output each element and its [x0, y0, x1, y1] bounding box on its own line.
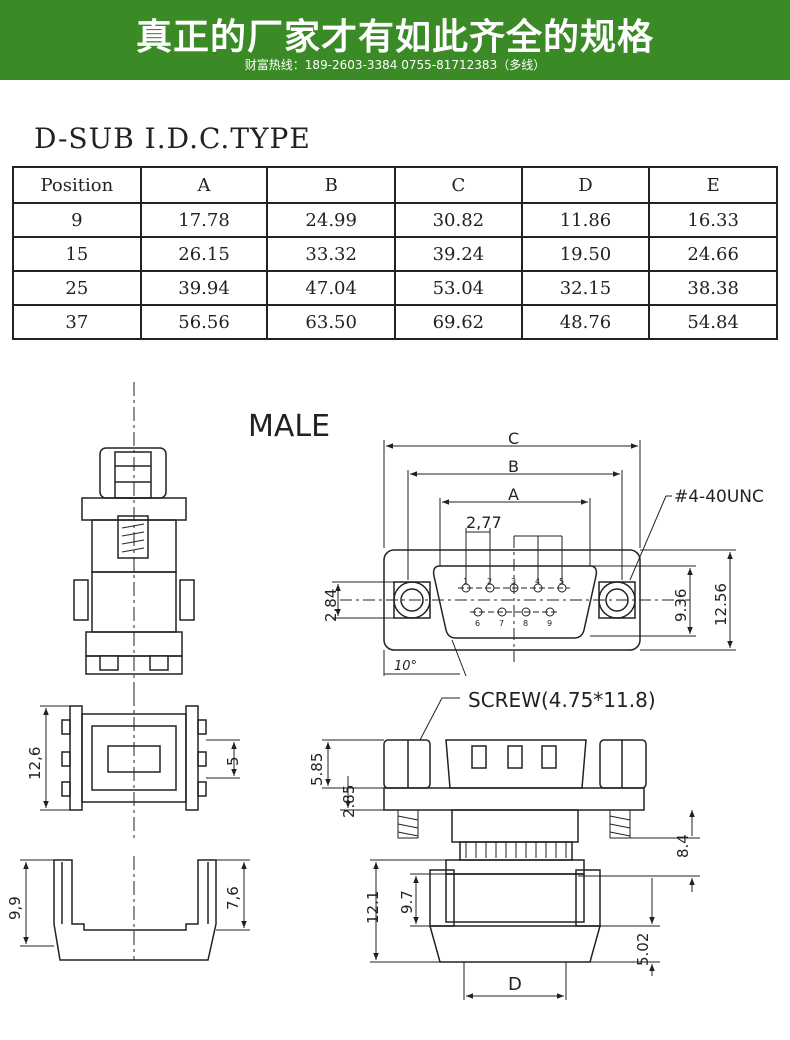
header-c: C — [394, 166, 523, 204]
table-cell: 53.04 — [394, 270, 523, 306]
pin-number: 6 — [475, 619, 480, 628]
section-title: D-SUB I.D.C.TYPE — [34, 122, 311, 155]
pin-number: 4 — [535, 577, 540, 586]
dim-5-label: 5 — [224, 756, 242, 766]
pin-number: 5 — [559, 577, 564, 586]
pin-number: 9 — [547, 619, 552, 628]
header-e: E — [648, 166, 778, 204]
table-cell: 56.56 — [139, 304, 269, 340]
dim-76-label: 7,6 — [224, 886, 242, 910]
screw-label: SCREW(4.75*11.8) — [468, 688, 656, 712]
dim-936-label: 9.36 — [672, 589, 690, 622]
table-row: 9 17.78 24.99 30.82 11.86 16.33 — [12, 202, 778, 238]
male-label: MALE — [248, 409, 330, 444]
angle-label: 10° — [394, 659, 417, 674]
header-d: D — [520, 166, 651, 204]
dim-284-label: 2,84 — [322, 589, 340, 622]
dim-585-label: 5.85 — [308, 753, 326, 786]
dim-285-label: 2.85 — [340, 785, 358, 818]
table-cell: 48.76 — [520, 304, 651, 340]
table-cell: 30.82 — [394, 202, 523, 238]
dim-1256-label: 12.56 — [712, 583, 730, 626]
pin-number: 8 — [523, 619, 528, 628]
dimension-table: Position A B C D E 9 17.78 24.99 30.82 1… — [12, 166, 778, 340]
dim-97-label: 9.7 — [398, 890, 416, 914]
table-cell: 33.32 — [266, 236, 397, 272]
table-cell: 17.78 — [139, 202, 269, 238]
dim-b-label: B — [508, 457, 519, 476]
dim-121-label: 12.1 — [364, 891, 382, 924]
dim-502-label: 5.02 — [634, 933, 652, 966]
dim-99-label: 9,9 — [6, 896, 24, 920]
table-cell: 38.38 — [648, 270, 778, 306]
table-cell: 11.86 — [520, 202, 651, 238]
dim-d-label: D — [508, 974, 522, 995]
table-cell: 47.04 — [266, 270, 397, 306]
table-cell: 26.15 — [139, 236, 269, 272]
pin-number: 7 — [499, 619, 504, 628]
pin-number: 1 — [463, 577, 468, 586]
clamp-bottom-view — [20, 856, 250, 961]
dim-c-label: C — [508, 429, 519, 448]
pin-number: 3 — [511, 577, 516, 586]
table-cell: 54.84 — [648, 304, 778, 340]
table-cell: 32.15 — [520, 270, 651, 306]
table-cell: 63.50 — [266, 304, 397, 340]
thread-label: #4-40UNC — [674, 487, 764, 507]
table-row: 25 39.94 47.04 53.04 32.15 38.38 — [12, 270, 778, 306]
banner-hotline: 财富热线：189-2603-3384 0755-81712383（多线） — [244, 58, 546, 72]
table-cell: 16.33 — [648, 202, 778, 238]
banner-title: 真正的厂家才有如此齐全的规格 — [135, 17, 654, 58]
pin-number: 2 — [487, 577, 492, 586]
table-cell: 24.66 — [648, 236, 778, 272]
table-cell: 25 — [12, 270, 142, 306]
header-position: Position — [12, 166, 142, 204]
table-cell: 37 — [12, 304, 142, 340]
side-view-connector — [73, 382, 195, 695]
table-cell: 15 — [12, 236, 142, 272]
header-banner: 真正的厂家才有如此齐全的规格 财富热线：189-2603-3384 0755-8… — [0, 0, 790, 80]
dim-84-label: 8.4 — [674, 834, 692, 858]
table-cell: 39.94 — [139, 270, 269, 306]
header-b: B — [266, 166, 397, 204]
table-header-row: Position A B C D E — [12, 166, 778, 204]
header-a: A — [139, 166, 269, 204]
clamp-view — [40, 692, 240, 840]
table-cell: 69.62 — [394, 304, 523, 340]
table-cell: 19.50 — [520, 236, 651, 272]
pitch-label: 2,77 — [466, 513, 502, 532]
table-row: 37 56.56 63.50 69.62 48.76 54.84 — [12, 304, 778, 340]
technical-drawing: MALE C B A 2,77 #4-40UNC 2,84 9.36 12.56… — [6, 382, 764, 1000]
dim-126-label: 12,6 — [26, 747, 44, 780]
table-row: 15 26.15 33.32 39.24 19.50 24.66 — [12, 236, 778, 272]
male-front-view — [332, 440, 736, 677]
male-side-view — [322, 697, 700, 1000]
table-cell: 39.24 — [394, 236, 523, 272]
table-cell: 9 — [12, 202, 142, 238]
table-cell: 24.99 — [266, 202, 397, 238]
dim-a-label: A — [508, 485, 519, 504]
